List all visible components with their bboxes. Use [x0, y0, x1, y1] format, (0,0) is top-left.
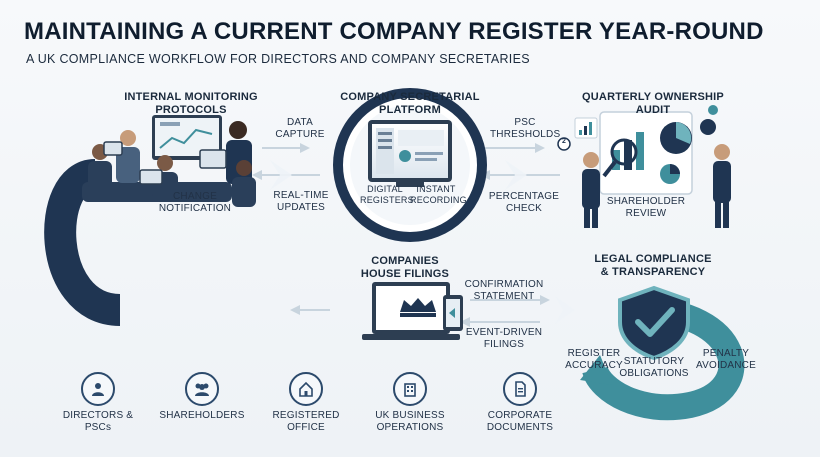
- page-title: MAINTAINING A CURRENT COMPANY REGISTER Y…: [24, 18, 764, 45]
- psc-thresholds-line-2: THRESHOLDS: [490, 129, 561, 140]
- psc-thresholds-label: PSC THRESHOLDS: [490, 117, 560, 141]
- percentage-check-line-2: CHECK: [505, 203, 542, 214]
- digital-registers-line-1: DIGITAL: [367, 184, 403, 194]
- bottom-label-shareholders-1: SHAREHOLDERS: [159, 410, 245, 421]
- bottom-label-operations-2: OPERATIONS: [376, 422, 444, 433]
- change-notification-line-2: NOTIFICATION: [158, 203, 232, 214]
- instant-recording-line-2: RECORDING: [410, 195, 467, 205]
- confirmation-statement-line-1: CONFIRMATION: [464, 279, 544, 290]
- bottom-label-documents-1: CORPORATE: [487, 410, 553, 421]
- digital-registers-label: DIGITAL REGISTERS: [360, 184, 414, 206]
- change-notification-line-1: CHANGE: [173, 191, 217, 202]
- register-accuracy-line-1: REGISTER: [567, 348, 621, 359]
- event-driven-filings-line-1: EVENT-DRIVEN: [465, 327, 543, 338]
- legal-heading: LEGAL COMPLIANCE & TRANSPARENCY: [588, 253, 718, 279]
- data-capture-line-1: DATA: [287, 117, 313, 128]
- statutory-obligations-label: STATUTORY OBLIGATIONS: [616, 356, 692, 380]
- filings-heading: COMPANIES HOUSE FILINGS: [345, 255, 465, 281]
- percentage-check-label: PERCENTAGE CHECK: [488, 191, 560, 215]
- filings-heading-line-2: HOUSE FILINGS: [360, 268, 450, 280]
- real-time-updates-line-2: UPDATES: [277, 202, 325, 213]
- shield-graphic: [618, 285, 690, 361]
- event-driven-filings-label: EVENT-DRIVEN FILINGS: [464, 327, 544, 351]
- house-icon: [289, 372, 323, 406]
- legal-heading-line-2: & TRANSPARENCY: [600, 266, 706, 278]
- page-subtitle: A UK COMPLIANCE WORKFLOW FOR DIRECTORS A…: [26, 52, 530, 66]
- real-time-updates-label: REAL-TIME UPDATES: [270, 190, 332, 214]
- bottom-item-shareholders: SHAREHOLDERS: [152, 372, 252, 422]
- data-capture-label: DATA CAPTURE: [270, 117, 330, 141]
- event-driven-filings-line-2: FILINGS: [483, 339, 525, 350]
- person-icon: [81, 372, 115, 406]
- penalty-avoidance-line-1: PENALTY: [702, 348, 750, 359]
- bottom-label-directors-1: DIRECTORS &: [62, 410, 134, 421]
- instant-recording-line-1: INSTANT: [416, 184, 456, 194]
- bottom-label-office-1: REGISTERED: [272, 410, 340, 421]
- confirmation-statement-label: CONFIRMATION STATEMENT: [464, 279, 544, 303]
- shareholder-review-line-1: SHAREHOLDER: [606, 196, 686, 207]
- platform-heading: COMPANY SECRETARIAL PLATFORM: [330, 91, 490, 117]
- percentage-check-line-1: PERCENTAGE: [488, 191, 560, 202]
- right-swoosh: [582, 297, 745, 421]
- bottom-item-operations: UK BUSINESS OPERATIONS: [360, 372, 460, 434]
- left-curve-band: [44, 159, 122, 326]
- change-notification-label: CHANGE NOTIFICATION: [155, 191, 235, 215]
- bottom-label-operations-1: UK BUSINESS: [375, 410, 445, 421]
- psc-thresholds-line-1: PSC: [514, 117, 536, 128]
- shareholder-review-line-2: REVIEW: [625, 208, 667, 219]
- top-chevron-2: [505, 160, 527, 190]
- audit-badge: [557, 137, 571, 151]
- instant-recording-label: INSTANT RECORDING: [410, 184, 467, 206]
- statutory-obligations-line-2: OBLIGATIONS: [619, 368, 689, 379]
- bottom-item-documents: CORPORATE DOCUMENTS: [470, 372, 570, 434]
- lower-chevron: [555, 296, 575, 324]
- top-chevron-1: [270, 160, 292, 190]
- register-accuracy-label: REGISTER ACCURACY: [562, 348, 626, 372]
- shareholder-review-label: SHAREHOLDER REVIEW: [606, 196, 686, 220]
- data-capture-line-2: CAPTURE: [275, 129, 325, 140]
- legal-heading-line-1: LEGAL COMPLIANCE: [594, 253, 712, 265]
- bottom-label-documents-2: DOCUMENTS: [486, 422, 554, 433]
- bottom-item-directors: DIRECTORS & PSCs: [48, 372, 148, 434]
- digital-registers-line-2: REGISTERS: [360, 195, 414, 205]
- building-icon: [393, 372, 427, 406]
- penalty-avoidance-label: PENALTY AVOIDANCE: [690, 348, 762, 372]
- register-accuracy-line-2: ACCURACY: [565, 360, 623, 371]
- real-time-updates-line-1: REAL-TIME: [273, 190, 329, 201]
- group-icon: [185, 372, 219, 406]
- penalty-avoidance-line-2: AVOIDANCE: [696, 360, 756, 371]
- bottom-label-office-2: OFFICE: [287, 422, 325, 433]
- document-icon: [503, 372, 537, 406]
- audit-badge-number: 2: [562, 138, 566, 145]
- platform-heading-line-1: COMPANY SECRETARIAL: [340, 91, 480, 103]
- filings-heading-line-1: COMPANIES: [371, 255, 439, 267]
- internal-monitoring-heading: INTERNAL MONITORING PROTOCOLS: [124, 91, 258, 116]
- bottom-item-registered-office: REGISTERED OFFICE: [256, 372, 356, 434]
- statutory-obligations-line-1: STATUTORY: [623, 356, 685, 367]
- platform-heading-line-2: PLATFORM: [379, 104, 441, 116]
- confirmation-statement-line-2: STATEMENT: [473, 291, 535, 302]
- bottom-label-directors-2: PSCs: [84, 422, 112, 433]
- audit-heading: QUARTERLY OWNERSHIP AUDIT: [582, 91, 724, 116]
